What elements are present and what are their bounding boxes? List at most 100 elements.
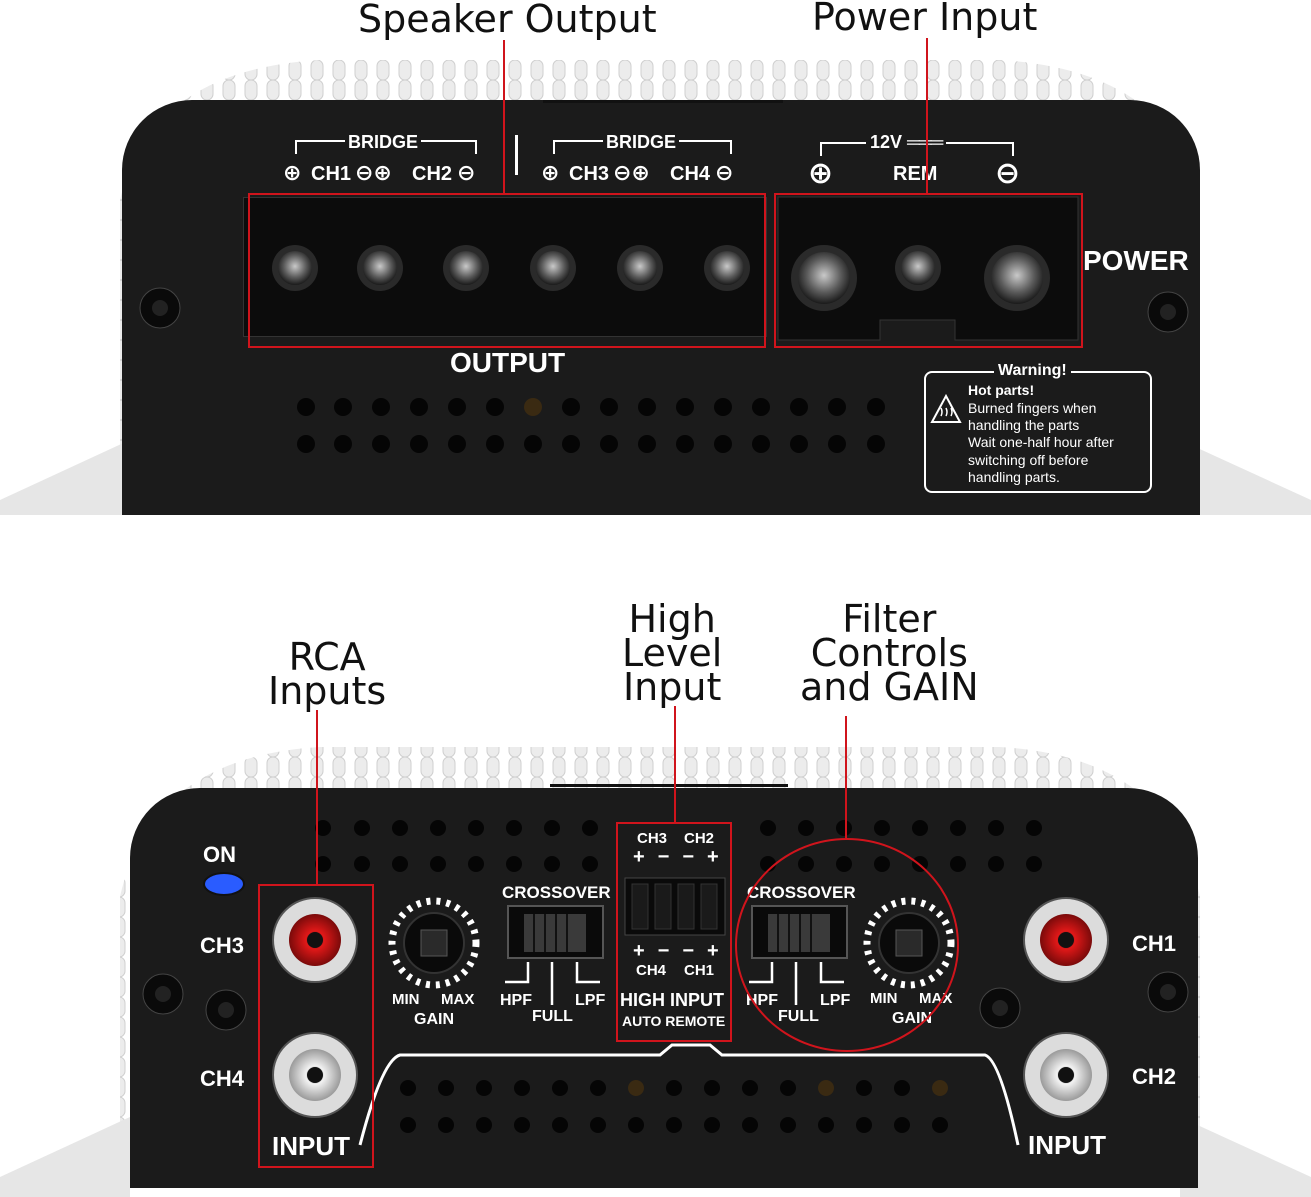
power-minus-icon: ⊖	[995, 157, 1021, 190]
high-level-input-leader	[674, 706, 676, 822]
bridge-label-right: BRIDGE	[603, 132, 680, 153]
ch3-label: CH3	[569, 163, 610, 185]
power-led	[203, 872, 245, 896]
filter-controls-leader	[845, 716, 847, 838]
rca-line-2: Inputs	[268, 669, 387, 713]
mounting-screw	[979, 987, 1021, 1029]
speaker-terminal-screw	[357, 245, 403, 291]
ch3-input-label: CH3	[200, 933, 245, 958]
power-input-callout: Power Input	[812, 0, 1038, 39]
hl-ch1-label: CH1	[684, 962, 715, 979]
rca-jack-ch1	[1023, 897, 1109, 983]
rca-jack-ch2	[1023, 1032, 1109, 1118]
full-label-left: FULL	[532, 1008, 573, 1025]
mounting-screw	[1147, 291, 1189, 333]
on-label: ON	[203, 842, 236, 867]
bottom-panel-ridge	[550, 784, 788, 787]
power-input-highlight	[774, 193, 1083, 348]
filter-controls-highlight	[735, 838, 959, 1052]
warning-title: Warning!	[994, 362, 1071, 380]
filter-line-2: Controls	[810, 631, 968, 675]
bridge-minus-plus-icon: ⊖⊕	[355, 160, 392, 185]
min-label-left: MIN	[392, 991, 420, 1008]
max-label-left: MAX	[441, 991, 475, 1008]
warning-line-6: handling parts.	[968, 469, 1060, 485]
input-label-right: INPUT	[1028, 1130, 1106, 1160]
speaker-output-callout: Speaker Output	[358, 0, 657, 41]
mounting-screw	[139, 287, 181, 329]
rca-jack-ch3	[272, 897, 358, 983]
plus-icon: ⊕	[283, 160, 302, 185]
bridge-label-left: BRIDGE	[345, 132, 422, 153]
top-panel-ridge	[543, 100, 783, 103]
bottom-vent-holes-lower	[400, 1080, 948, 1133]
plus-icon: ⊕	[541, 160, 560, 185]
rca-inputs-leader	[316, 710, 318, 884]
ground-terminal-screw	[984, 245, 1050, 311]
mounting-screw	[1147, 971, 1189, 1013]
speaker-output-highlight	[248, 193, 766, 348]
hot-surface-icon	[930, 394, 962, 423]
filter-line-3: and GAIN	[800, 665, 979, 709]
voltage-text: 12V	[870, 132, 903, 152]
power-terminal-screw	[791, 245, 857, 311]
high-level-connector	[624, 877, 726, 936]
hl-ch3-label: CH3	[637, 830, 668, 847]
power-input-leader	[926, 38, 928, 193]
hl-ch4-label: CH4	[636, 962, 667, 979]
rca-inputs-highlight	[258, 884, 374, 1168]
hl-line-2: Level	[622, 631, 723, 675]
minus-icon: ⊖	[715, 160, 734, 185]
auto-remote-label: AUTO REMOTE	[622, 1013, 726, 1029]
gain-knob-left	[388, 897, 480, 989]
speaker-terminal-screw	[704, 245, 750, 291]
hpf-label-left: HPF	[500, 992, 532, 1009]
crossover-label-left: CROSSOVER	[502, 883, 611, 902]
speaker-terminal-screw	[530, 245, 576, 291]
lpf-label-left: LPF	[575, 992, 606, 1009]
filter-line-1: Filter	[842, 597, 937, 641]
mounting-screw	[142, 973, 184, 1015]
power-label: POWER	[1083, 245, 1189, 276]
speaker-output-leader	[503, 40, 505, 193]
warning-line-2: Burned fingers when	[968, 400, 1097, 416]
output-terminal-block	[243, 197, 767, 337]
speaker-terminal-screw	[272, 245, 318, 291]
bottom-amp-panel	[130, 788, 1198, 1188]
rca-line-1: RCA	[288, 635, 366, 679]
bottom-vent-holes-top	[315, 820, 1042, 872]
crossover-switch-left	[505, 905, 604, 1005]
warning-line-3: handling the parts	[968, 417, 1080, 433]
high-input-label: HIGH INPUT	[620, 990, 725, 1010]
power-plus-icon: ⊕	[808, 157, 834, 190]
mounting-screw	[205, 989, 247, 1031]
rem-terminal-screw	[895, 245, 941, 291]
warning-line-4: Wait one-half hour after	[968, 434, 1114, 450]
high-level-input-highlight	[616, 822, 732, 1042]
speaker-terminal-screw	[617, 245, 663, 291]
rca-inputs-callout: RCA Inputs	[268, 635, 387, 713]
bridge-minus-plus-icon: ⊖⊕	[613, 160, 650, 185]
high-level-input-callout: High Level Input	[622, 597, 723, 709]
bridge-divider	[515, 135, 518, 175]
hl-line-1: High	[628, 597, 716, 641]
speaker-terminal-screw	[443, 245, 489, 291]
warning-line-1: Hot parts!	[968, 382, 1035, 398]
input-label-left: INPUT	[272, 1131, 350, 1161]
hl-ch2-label: CH2	[684, 830, 715, 847]
ch2-label: CH2	[412, 163, 453, 185]
warning-line-5: switching off before	[968, 452, 1089, 468]
ch1-input-label: CH1	[1132, 931, 1177, 956]
output-label: OUTPUT	[450, 347, 566, 378]
rca-jack-ch4	[272, 1032, 358, 1118]
ch4-input-label: CH4	[200, 1066, 245, 1091]
dc-symbol-icon: ═══	[907, 132, 943, 152]
gain-label-left: GAIN	[414, 1011, 454, 1028]
ch1-label: CH1	[311, 163, 352, 185]
minus-icon: ⊖	[457, 160, 476, 185]
hl-bottom-polarity: +−−+	[633, 940, 732, 962]
output-screws	[139, 196, 1189, 453]
hl-top-polarity: +−−+	[633, 846, 732, 868]
filter-controls-callout: Filter Controls and GAIN	[800, 597, 979, 709]
hl-line-3: Input	[622, 665, 722, 709]
